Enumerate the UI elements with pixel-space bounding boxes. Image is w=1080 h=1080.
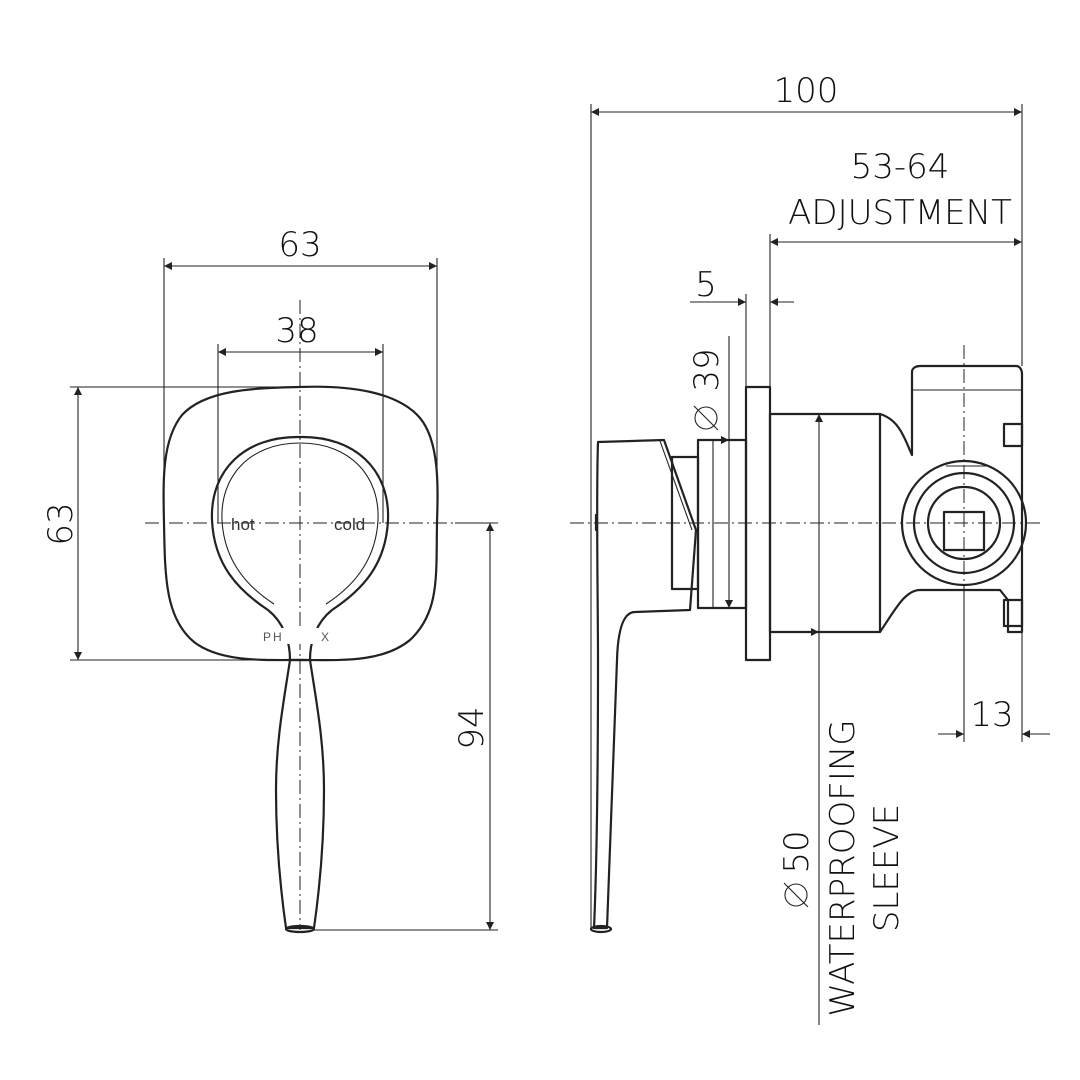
sleeve-diameter-value: 50 <box>777 830 817 873</box>
outlet-square <box>942 510 986 552</box>
outlet-ring <box>912 471 1016 575</box>
mount-bracket-top <box>1002 422 1024 448</box>
cold-label: cold <box>334 515 365 534</box>
lever-loop-inner-right <box>299 442 379 605</box>
valve-body <box>878 364 1024 634</box>
plate-thickness-value: 5 <box>695 265 717 305</box>
dimension-front-height: 63 <box>41 386 300 661</box>
front-height-value: 63 <box>41 502 81 545</box>
dimension-front-width: 63 <box>163 225 438 523</box>
sleeve-label-line1: WATERPROOFING <box>823 719 863 1016</box>
dimension-plate-thickness: 5 <box>690 265 794 387</box>
front-view: hot cold PHOENIX 63 38 63 <box>41 225 498 934</box>
hot-label: hot <box>231 515 255 534</box>
dimension-lever-length: 94 <box>314 522 498 931</box>
diameter-symbol <box>693 405 719 431</box>
lever-edge <box>659 440 693 531</box>
adjustment-range-value: 53-64 <box>851 147 950 187</box>
lever-length-value: 94 <box>452 706 492 749</box>
outlet-inner <box>926 485 1002 561</box>
outlet-offset-value: 13 <box>970 695 1013 735</box>
dimension-adjustment: 53-64 ADJUSTMENT <box>769 147 1022 387</box>
trim-sleeve <box>696 438 748 610</box>
dimension-sleeve-diameter: 50 WATERPROOFING SLEEVE <box>777 414 907 1025</box>
sleeve-label-line2: SLEEVE <box>867 804 907 932</box>
dimension-body-diameter: 39 <box>687 336 736 609</box>
logo-mask <box>281 628 319 644</box>
lever-loop <box>210 435 390 662</box>
lever-side-profile <box>592 438 698 930</box>
overall-depth-value: 100 <box>774 71 839 111</box>
lever-loop-inner <box>221 442 301 605</box>
lever-handle <box>274 658 326 930</box>
mount-bracket-bottom <box>1002 598 1024 628</box>
dimension-overall-depth: 100 <box>590 71 1023 930</box>
front-width-value: 63 <box>278 225 321 265</box>
side-view: 100 53-64 ADJUSTMENT 5 39 <box>570 71 1050 1025</box>
lever-span-value: 38 <box>275 311 318 351</box>
waterproofing-sleeve-body <box>768 412 882 634</box>
sleeve-diameter-symbol <box>783 882 809 908</box>
dimension-outlet-offset: 13 <box>938 585 1050 742</box>
adjustment-label: ADJUSTMENT <box>788 193 1012 233</box>
lever-tip <box>284 924 316 934</box>
dimension-lever-span: 38 <box>217 311 384 523</box>
body-diameter-value: 39 <box>687 348 727 391</box>
